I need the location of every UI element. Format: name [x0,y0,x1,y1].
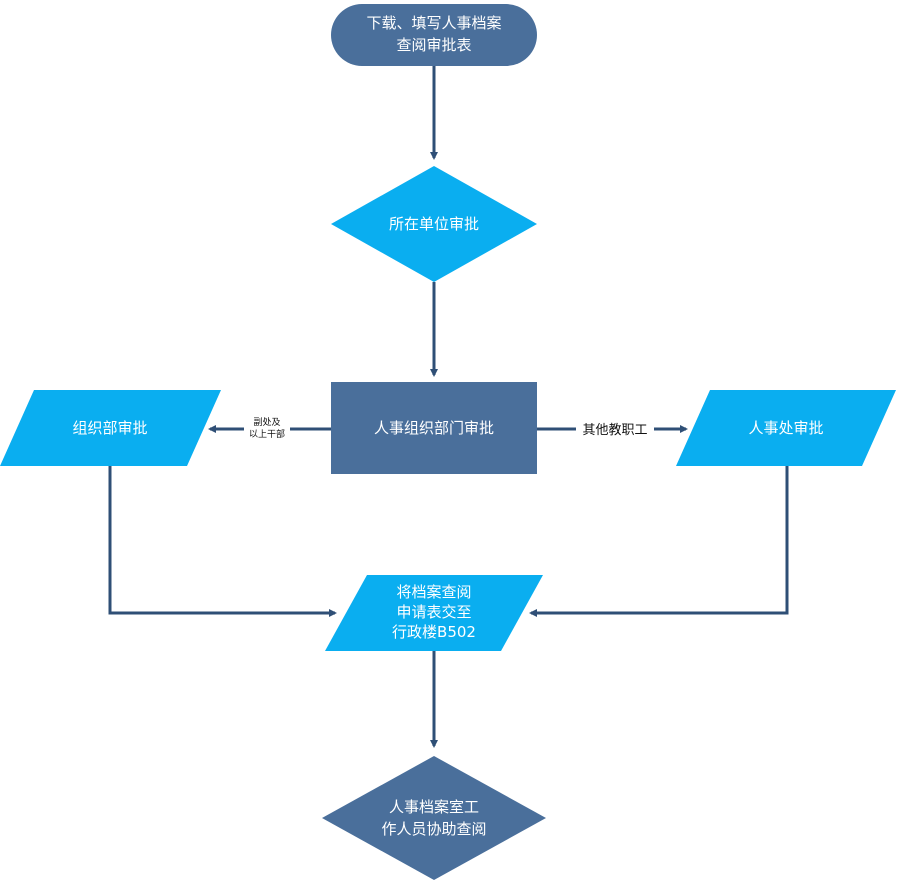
edge-label-right-text: 其他教职工 [582,422,647,438]
hr-org-approval-label: 人事组织部门审批 [374,419,494,437]
hr-office-approval-node: 人事处审批 [676,390,896,466]
archive-assist-node: 人事档案室工 作人员协助查阅 [322,756,546,880]
hr-office-approval-label: 人事处审批 [748,419,823,437]
start-node: 下载、填写人事档案 查阅审批表 [331,4,537,66]
archive-assist-line-1: 人事档案室工 [389,798,479,816]
org-dept-approval-label: 组织部审批 [72,419,147,437]
submit-form-line-1: 将档案查阅 [396,583,471,601]
edge-label-left: 副处及 以上干部 [244,414,290,442]
edge-label-left-line-2: 以上干部 [249,428,285,440]
start-node-line-1: 下载、填写人事档案 [366,14,501,32]
connectors [108,66,789,748]
archive-assist-line-2: 作人员协助查阅 [381,820,486,838]
unit-approval-node: 所在单位审批 [331,166,537,282]
arrow-hr-office-to-submit [529,466,789,617]
org-dept-approval-node: 组织部审批 [0,390,221,466]
edge-label-right: 其他教职工 [576,420,654,438]
start-node-line-2: 查阅审批表 [396,36,471,54]
hr-org-approval-node: 人事组织部门审批 [331,382,537,474]
submit-form-node: 将档案查阅 申请表交至 行政楼B502 [325,575,543,651]
submit-form-line-2: 申请表交至 [396,603,471,621]
arrow-org-dept-to-submit [108,466,337,617]
submit-form-line-3: 行政楼B502 [392,623,476,641]
unit-approval-label: 所在单位审批 [389,215,479,233]
edge-label-left-line-1: 副处及 [253,416,280,428]
